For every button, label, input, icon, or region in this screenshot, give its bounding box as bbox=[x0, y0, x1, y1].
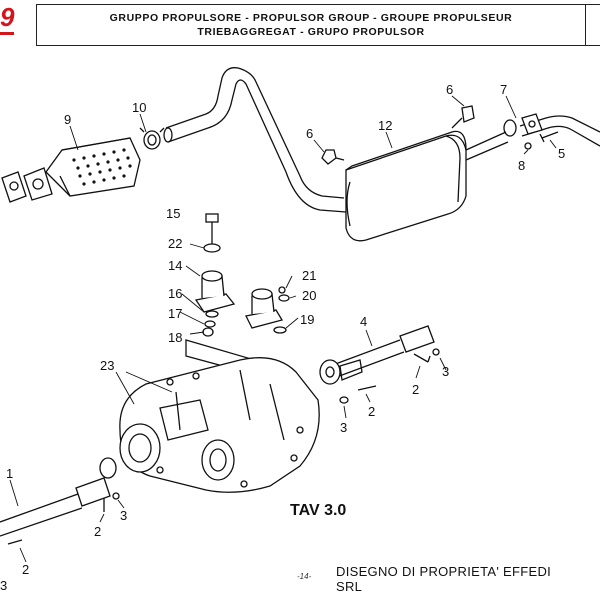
callout-20: 20 bbox=[302, 288, 316, 303]
callout-3d: 3 bbox=[0, 578, 7, 593]
title-line-1: GRUPPO PROPULSORE - PROPULSOR GROUP - GR… bbox=[109, 12, 513, 24]
model-label: TAV 3.0 bbox=[290, 502, 347, 519]
callout-2a: 2 bbox=[412, 382, 419, 397]
callout-12: 12 bbox=[378, 118, 392, 133]
pipe-clamp bbox=[139, 127, 165, 150]
bolt-2b bbox=[357, 385, 377, 391]
tail-pipe bbox=[465, 115, 600, 161]
title-box: GRUPPO PROPULSORE - PROPULSOR GROUP - GR… bbox=[36, 4, 586, 46]
callout-23: 23 bbox=[100, 358, 114, 373]
callout-6a: 6 bbox=[306, 126, 313, 141]
footer-ownership-note: DISEGNO DI PROPRIETA' EFFEDI SRL bbox=[336, 564, 576, 594]
callout-17: 17 bbox=[168, 306, 182, 321]
exhaust-pipe bbox=[163, 67, 347, 213]
bolt-2d bbox=[7, 539, 23, 545]
callout-14: 14 bbox=[168, 258, 182, 273]
callout-3c: 3 bbox=[120, 508, 127, 523]
callout-19: 19 bbox=[300, 312, 314, 327]
callout-8: 8 bbox=[518, 158, 525, 173]
nut-21 bbox=[278, 286, 286, 294]
nut-3c bbox=[112, 492, 120, 500]
callout-16: 16 bbox=[168, 286, 182, 301]
washer-22 bbox=[203, 243, 221, 253]
washer-17 bbox=[204, 320, 216, 328]
nut-8 bbox=[524, 142, 532, 150]
callout-1: 1 bbox=[6, 466, 13, 481]
callout-10: 10 bbox=[132, 100, 146, 115]
washer-20 bbox=[278, 294, 290, 302]
callout-6b: 6 bbox=[446, 82, 453, 97]
page-number: -14- bbox=[297, 572, 312, 581]
bolt-2a bbox=[413, 353, 431, 363]
propshaft-rear bbox=[319, 325, 435, 385]
brand-logo-underline bbox=[0, 32, 14, 35]
exhaust-gasket bbox=[521, 113, 543, 135]
callout-9: 9 bbox=[64, 112, 71, 127]
footer-line-2: SRL bbox=[336, 579, 363, 594]
transmission-mount bbox=[245, 288, 284, 329]
callout-3a: 3 bbox=[442, 364, 449, 379]
brand-logo: 9 bbox=[0, 4, 20, 30]
rubber-hanger-left bbox=[321, 149, 345, 165]
callout-3b: 3 bbox=[340, 420, 347, 435]
callout-22: 22 bbox=[168, 236, 182, 251]
callout-21: 21 bbox=[302, 268, 316, 283]
callout-4: 4 bbox=[360, 314, 367, 329]
callout-2c: 2 bbox=[94, 524, 101, 539]
nut-3b bbox=[339, 396, 349, 404]
nut-18 bbox=[202, 327, 214, 337]
catalytic-converter bbox=[45, 137, 141, 197]
engine-mount-14 bbox=[194, 270, 236, 313]
exhaust-flange-left bbox=[1, 167, 53, 203]
callout-18: 18 bbox=[168, 330, 182, 345]
callout-2b: 2 bbox=[368, 404, 375, 419]
propshaft-front bbox=[0, 457, 117, 537]
bolt-5 bbox=[539, 131, 559, 143]
nut-3a bbox=[432, 348, 440, 356]
washer-16 bbox=[205, 310, 219, 318]
title-line-2: TRIEBAGGREGAT - GRUPO PROPULSOR bbox=[197, 26, 425, 38]
washer-19 bbox=[273, 326, 287, 334]
callout-5: 5 bbox=[558, 146, 565, 161]
side-box bbox=[586, 4, 600, 46]
callout-7: 7 bbox=[500, 82, 507, 97]
callout-15: 15 bbox=[166, 206, 180, 221]
transfer-case bbox=[119, 357, 320, 493]
rubber-hanger-right bbox=[451, 105, 475, 129]
muffler bbox=[345, 130, 467, 242]
brand-logo-text: 9 bbox=[0, 2, 15, 32]
footer-line-1: DISEGNO DI PROPRIETA' EFFEDI bbox=[336, 564, 552, 579]
callout-2d: 2 bbox=[22, 562, 29, 577]
